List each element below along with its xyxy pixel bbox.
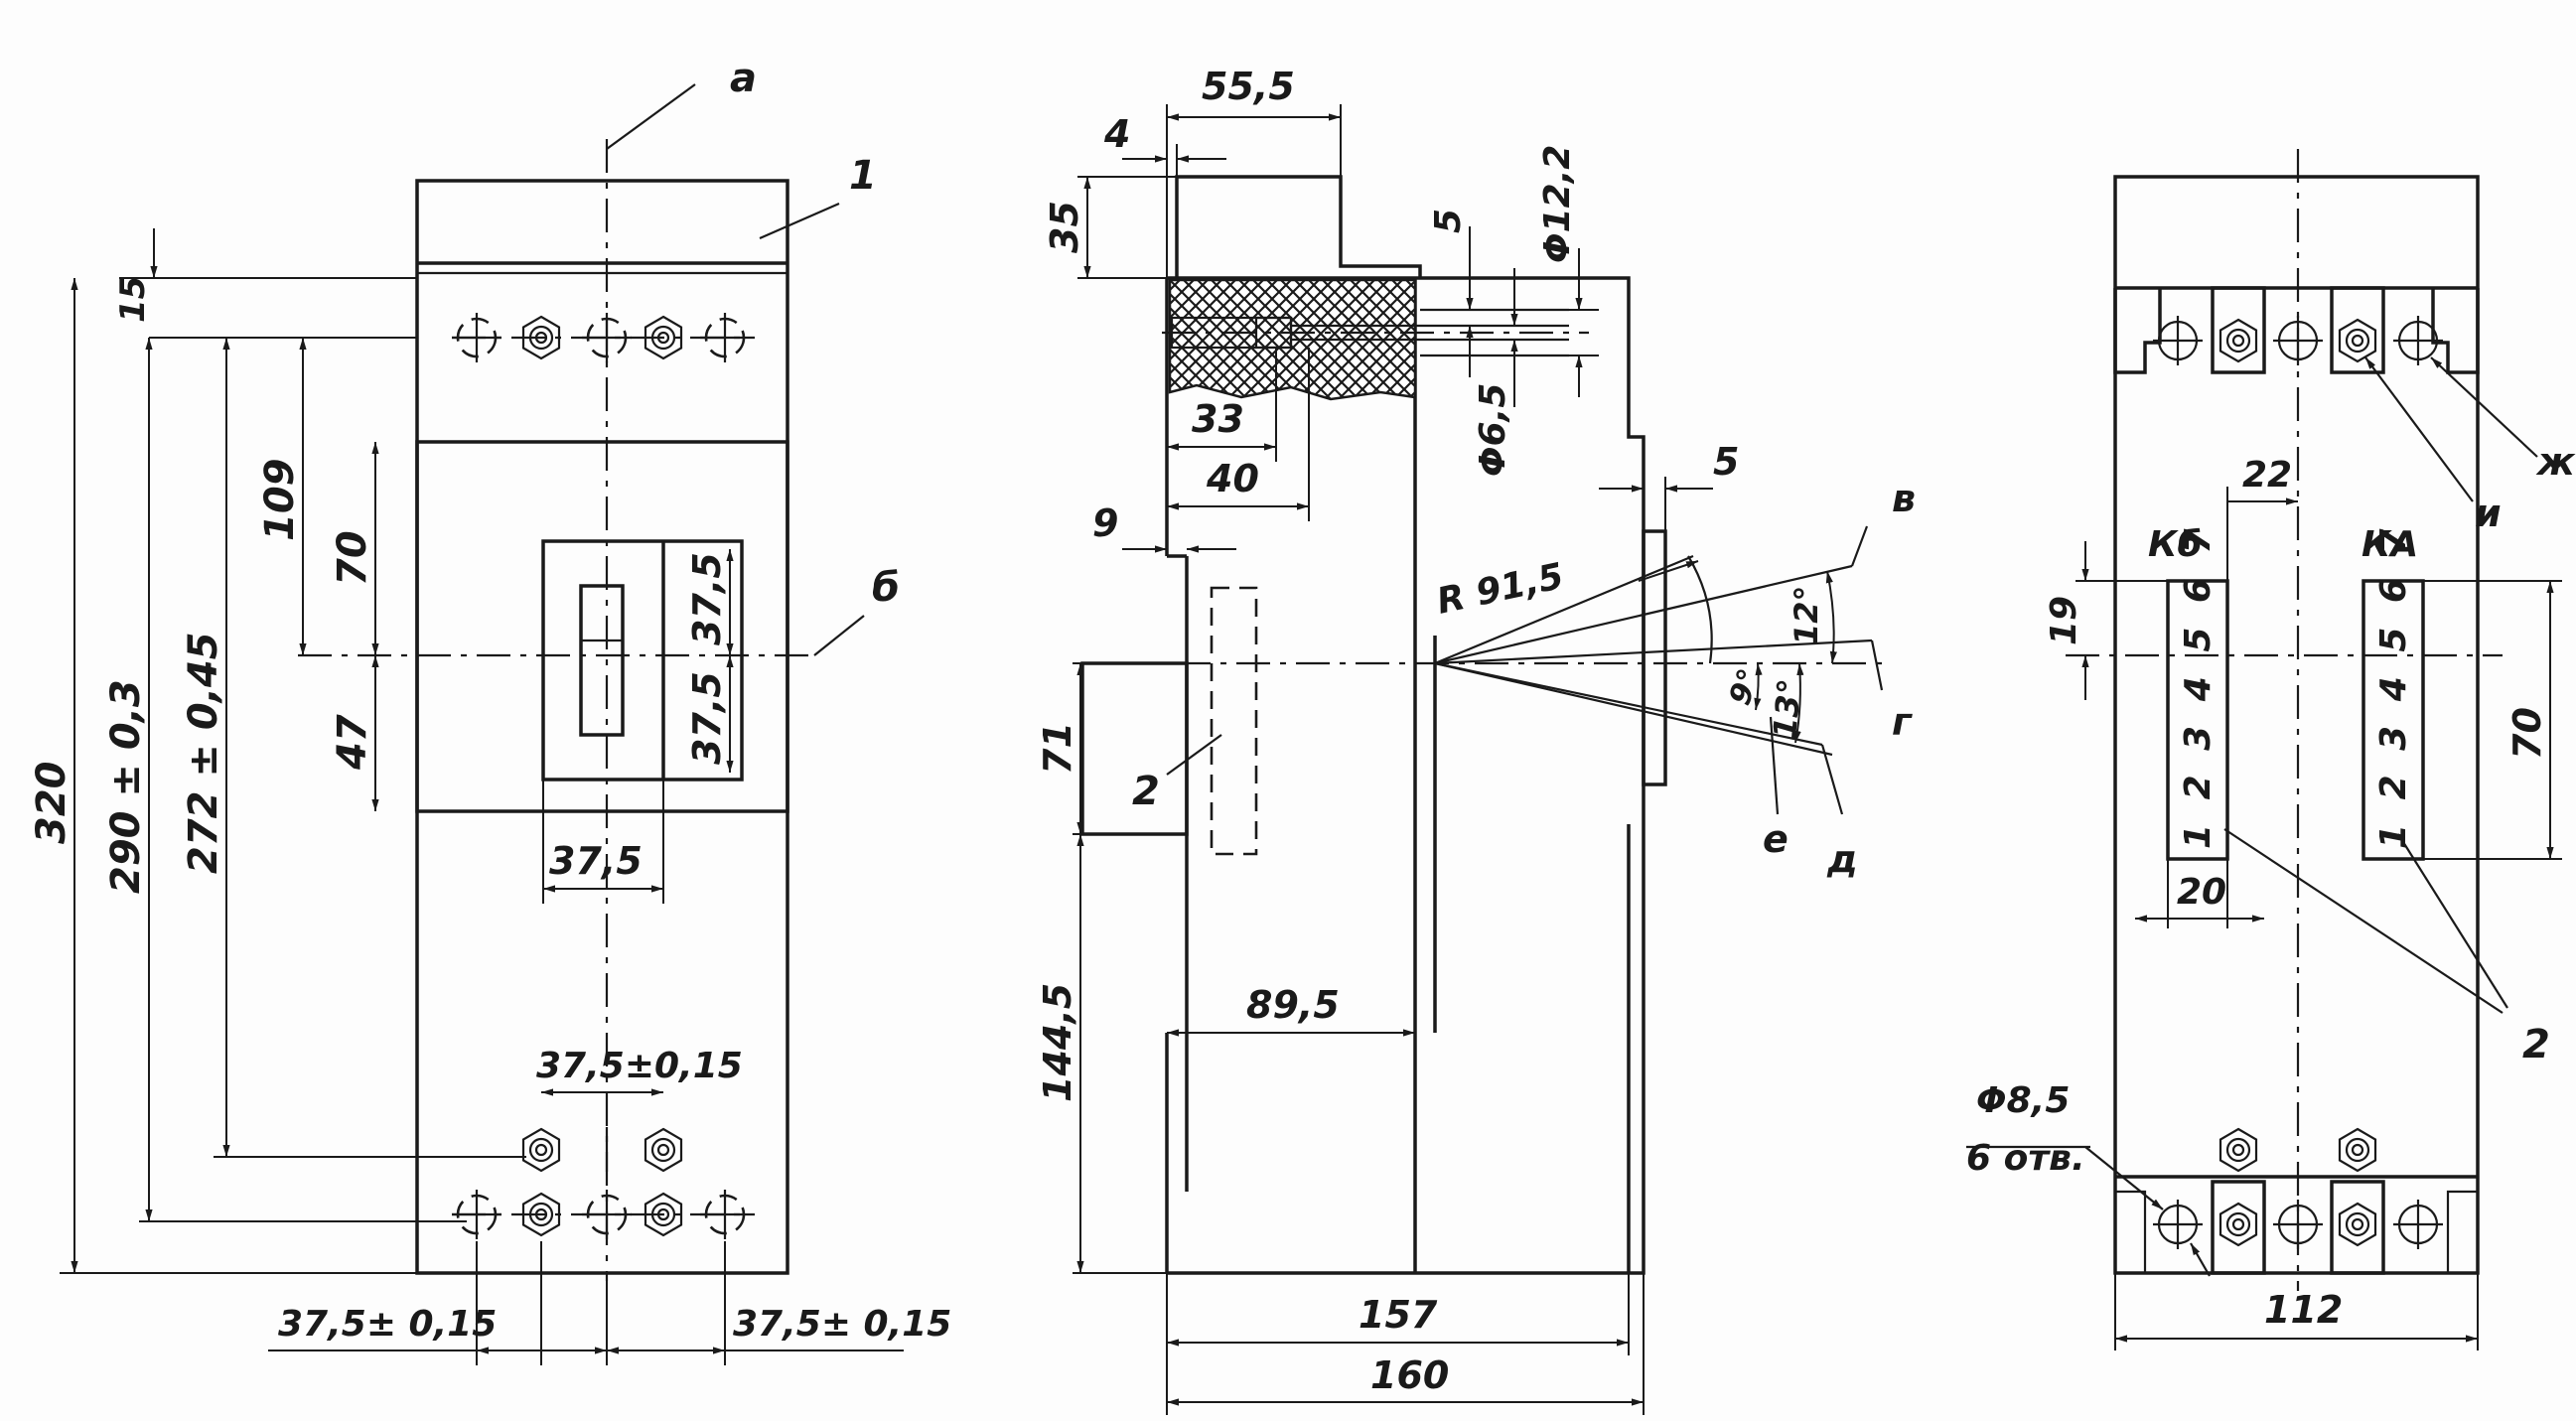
dim-37-5-tol-left: 37,5± 0,15 — [278, 1304, 497, 1345]
rear-body-outline — [2113, 175, 2480, 1275]
dim-37-5-lower: 37,5 — [685, 671, 729, 765]
side-body-outline — [1167, 276, 1646, 1275]
pointer-zh-label: ж — [2535, 440, 2576, 484]
pointer-i-label: и — [2475, 492, 2502, 535]
dim-15: 15 — [113, 276, 153, 323]
rear-item-2-label: 2 — [2522, 1022, 2550, 1067]
dim-33: 33 — [1192, 397, 1244, 441]
dim-37-5-tol-right: 37,5± 0,15 — [733, 1304, 951, 1345]
dim-160: 160 — [1370, 1353, 1449, 1397]
pointer-a-label: а — [730, 56, 757, 101]
front-handle-window — [415, 440, 789, 813]
label-kb: Кб — [2148, 524, 2203, 565]
dim-47: 47 — [330, 714, 375, 771]
pos-g-label: г — [1892, 700, 1913, 744]
pos-v-label: в — [1892, 477, 1916, 520]
dim-37-5-width: 37,5 — [549, 839, 643, 883]
dim-144-5: 144,5 — [1036, 983, 1079, 1102]
pos-d-label: д — [1826, 837, 1858, 881]
dim-89-5: 89,5 — [1246, 983, 1340, 1027]
label-ka: КА — [2361, 524, 2418, 565]
scale-kb — [2166, 579, 2229, 861]
pointer-b-label: б — [872, 565, 900, 611]
item-1-label: 1 — [849, 153, 877, 199]
dim-71: 71 — [1036, 722, 1079, 775]
front-view: а 1 б 15 320 290 ± 0,3 272 ± 0,45 109 70… — [29, 56, 951, 1365]
dim-5-right: 5 — [1713, 440, 1739, 484]
dim-40: 40 — [1206, 457, 1259, 500]
front-body-outline — [415, 179, 789, 1275]
pos-e-label: е — [1763, 817, 1789, 861]
dim-157: 157 — [1359, 1293, 1438, 1337]
scale-ka-numbers: 1 2 3 4 5 6 7 — [2373, 522, 2414, 849]
rear-view: 1 2 3 4 5 6 7 1 2 3 4 5 6 7 Кб КА 22 19 … — [1966, 149, 2576, 1350]
dim-290: 290 ± 0,3 — [103, 679, 149, 894]
dim-4: 4 — [1103, 112, 1130, 156]
side-view: R 91,5 12° 9° 13° в г д е 2 55,5 4 35 — [1036, 65, 1916, 1415]
dim-20: 20 — [2177, 872, 2226, 913]
dim-37-5-tol-top: 37,5±0,15 — [536, 1046, 743, 1086]
dim-55-5: 55,5 — [1202, 65, 1295, 108]
dim-70: 70 — [330, 530, 375, 586]
dim-19: 19 — [2044, 596, 2084, 645]
hole-count-label: 6 отв. — [1966, 1138, 2085, 1179]
dim-320: 320 — [29, 762, 74, 845]
hole-diameter-label: Φ8,5 — [1976, 1080, 2070, 1121]
scale-kb-numbers: 1 2 3 4 5 6 7 — [2178, 522, 2218, 849]
dim-d12-2: Φ12,2 — [1537, 145, 1578, 263]
angle-13: 13° — [1766, 677, 1808, 741]
dim-35: 35 — [1043, 201, 1086, 253]
scale-ka — [2361, 579, 2425, 861]
dim-37-5-upper: 37,5 — [685, 552, 729, 645]
side-item-2-label: 2 — [1132, 769, 1160, 814]
angle-12: 12° — [1788, 585, 1825, 645]
dim-112: 112 — [2264, 1288, 2343, 1332]
dim-d6-5: Φ6,5 — [1473, 383, 1513, 477]
dim-r91-5: R 91,5 — [1433, 556, 1567, 623]
dim-9: 9 — [1092, 501, 1118, 545]
angle-9: 9° — [1723, 664, 1768, 710]
dim-22: 22 — [2242, 455, 2292, 496]
dim-109: 109 — [257, 459, 303, 542]
dim-70-rear: 70 — [2505, 707, 2549, 760]
dim-5-top: 5 — [1428, 209, 1469, 233]
side-indicator-hidden — [1210, 586, 1258, 856]
dim-272: 272 ± 0,45 — [181, 632, 226, 874]
front-handle — [541, 539, 744, 782]
